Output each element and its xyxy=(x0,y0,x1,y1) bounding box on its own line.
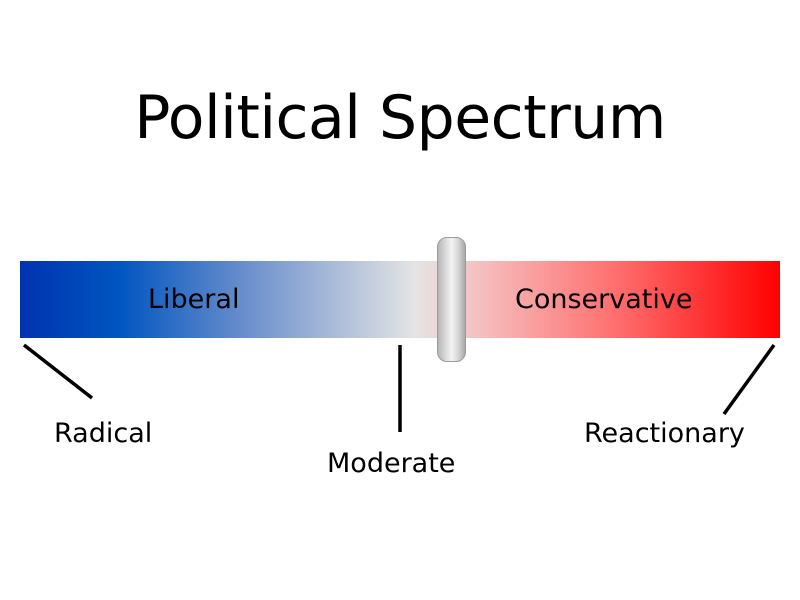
diagram-title: Political Spectrum xyxy=(134,83,666,153)
radical-pointer-line xyxy=(22,343,94,400)
reactionary-pointer-line xyxy=(722,343,776,416)
spectrum-bar: Liberal Conservative xyxy=(20,261,780,338)
reactionary-label: Reactionary xyxy=(584,418,745,449)
radical-label: Radical xyxy=(54,418,153,449)
conservative-label: Conservative xyxy=(515,284,693,315)
spectrum-slider-knob[interactable] xyxy=(437,237,466,362)
liberal-label: Liberal xyxy=(148,284,240,315)
moderate-label: Moderate xyxy=(327,448,456,479)
